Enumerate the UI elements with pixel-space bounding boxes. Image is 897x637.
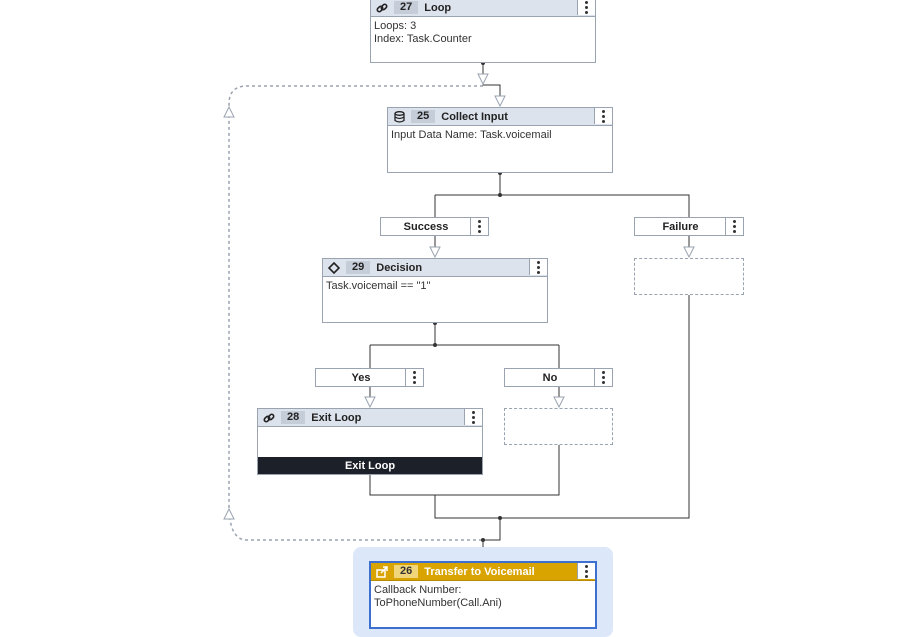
path-label: Success [403,220,449,233]
kebab-menu-icon[interactable] [594,369,612,386]
node-title: Transfer to Voicemail [424,565,535,578]
path-failure[interactable]: Failure [634,217,744,236]
kebab-menu-icon[interactable] [405,369,423,386]
node-title: Decision [376,261,423,274]
kebab-menu-icon[interactable] [594,108,612,124]
decision-node[interactable]: 29 Decision Task.voicemail == "1" [322,258,548,323]
node-detail: Input Data Name: Task.voicemail [391,129,552,141]
transfer-icon [374,564,390,580]
loop-node-header[interactable]: 27 Loop [371,0,595,17]
path-label: Failure [662,220,699,233]
node-number: 29 [346,261,371,274]
empty-drop-zone[interactable] [634,258,744,295]
kebab-menu-icon[interactable] [464,409,482,425]
diamond-icon [326,260,342,276]
kebab-menu-icon[interactable] [577,0,595,15]
exit-loop-node-header[interactable]: 28 Exit Loop [258,409,482,427]
kebab-menu-icon[interactable] [725,218,743,235]
path-yes[interactable]: Yes [315,368,424,387]
kebab-menu-icon[interactable] [470,218,488,235]
path-label: Yes [351,371,371,384]
decision-node-header[interactable]: 29 Decision [323,259,547,277]
node-detail: Loops: 3 [374,20,417,32]
node-number: 28 [281,411,306,424]
node-title: Exit Loop [311,411,362,424]
kebab-menu-icon[interactable] [529,259,547,275]
path-label: No [542,371,558,384]
loop-node[interactable]: 27 Loop Loops: 3 Index: Task.Counter [370,0,596,63]
collect-input-node-header[interactable]: 25 Collect Input [388,108,612,126]
collect-input-node[interactable]: 25 Collect Input Input Data Name: Task.v… [387,107,613,173]
node-title: Collect Input [441,110,508,123]
transfer-node-header[interactable]: 26 Transfer to Voicemail [371,563,595,581]
exit-loop-node[interactable]: 28 Exit Loop Exit Loop [257,408,483,475]
path-success[interactable]: Success [380,217,489,236]
path-no[interactable]: No [504,368,613,387]
kebab-menu-icon[interactable] [577,563,595,579]
node-number: 26 [394,565,419,578]
node-detail: Index: Task.Counter [374,33,472,45]
transfer-to-voicemail-node[interactable]: 26 Transfer to Voicemail Callback Number… [369,561,597,629]
node-number: 27 [394,1,419,14]
empty-drop-zone[interactable] [504,408,613,445]
link-icon [374,0,390,16]
link-icon [261,410,277,426]
node-title: Loop [424,1,452,14]
node-number: 25 [411,110,436,123]
node-detail: Task.voicemail == "1" [326,280,431,292]
database-icon [391,109,407,125]
node-detail: Callback Number: ToPhoneNumber(Call.Ani) [374,584,502,609]
exit-loop-footer: Exit Loop [258,457,482,474]
